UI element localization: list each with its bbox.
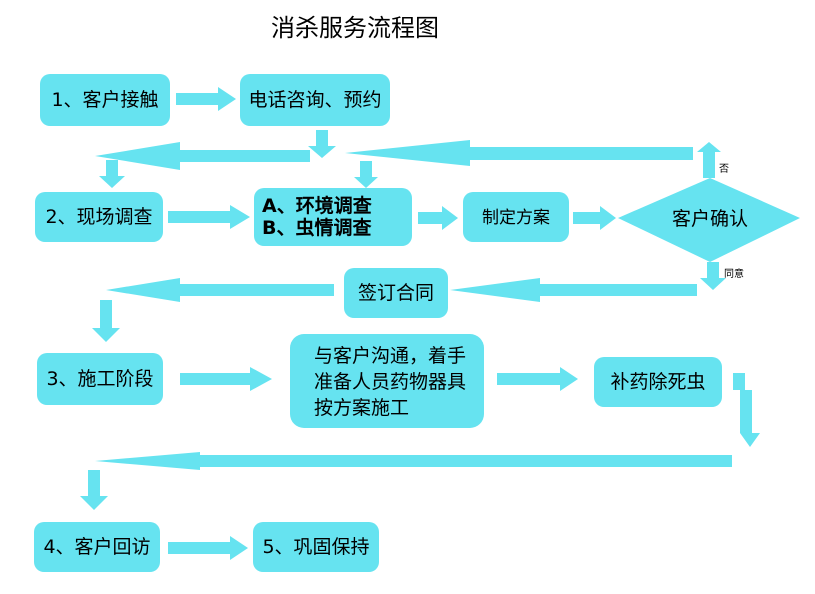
node-contract: 签订合同: [358, 282, 434, 304]
node-plan-box: [463, 192, 569, 242]
arrow-no-back-left: [345, 140, 693, 166]
label-agree: 同意: [724, 267, 744, 280]
arrow-revisit-to-maintain: [168, 536, 248, 560]
node-consult-box: [240, 74, 390, 126]
node-communicate-line-2: 准备人员药物器具: [314, 371, 466, 393]
arrow-agree-to-contract: [450, 278, 697, 302]
node-communicate-box: [290, 334, 484, 428]
node-revisit: 4、客户回访: [43, 536, 150, 558]
node-contact-box: [40, 74, 170, 126]
node-consult: 电话咨询、预约: [248, 89, 381, 111]
boxes: [34, 74, 800, 572]
arrow-consult-down: [308, 130, 336, 158]
node-confirm: 客户确认: [672, 208, 748, 230]
page-title: 消杀服务流程图: [271, 14, 439, 42]
arrow-communicate-to-supplement: [497, 367, 578, 391]
arrow-survey-to-investigation: [168, 205, 250, 229]
node-plan: 制定方案: [482, 208, 550, 228]
arrow-investigation-to-plan: [418, 206, 458, 230]
arrow-contact-to-consult: [176, 87, 236, 111]
node-investigation-box: [254, 188, 412, 246]
arrow-contract-left: [106, 278, 334, 302]
arrow-confirm-down-agree: [700, 262, 726, 290]
arrow-construction-to-communicate: [180, 367, 272, 391]
node-maintain: 5、巩固保持: [262, 536, 369, 558]
node-revisit-box: [34, 522, 160, 572]
arrow-down-to-investigation: [354, 161, 378, 188]
node-survey-box: [35, 192, 163, 242]
node-contract-box: [344, 268, 448, 318]
node-investigation-line-b: B、虫情调查: [262, 216, 372, 239]
arrow-down-to-revisit: [80, 470, 108, 510]
label-no: 否: [719, 163, 729, 175]
arrow-to-survey-column: [95, 142, 310, 170]
arrow-to-revisit-column: [95, 452, 732, 470]
node-communicate-line-3: 按方案施工: [314, 397, 409, 419]
node-communicate-line-1: 与客户沟通，着手: [314, 345, 466, 367]
node-confirm-diamond: [618, 178, 800, 262]
node-investigation-line-a: A、环境调查: [262, 194, 373, 217]
arrow-confirm-up-no: [697, 142, 721, 178]
node-contact: 1、客户接触: [51, 89, 158, 111]
node-construction: 3、施工阶段: [46, 368, 153, 390]
node-construction-box: [37, 353, 163, 405]
node-supplement: 补药除死虫: [610, 371, 705, 393]
arrow-plan-to-confirm: [573, 206, 616, 230]
arrow-down-to-construction: [92, 300, 120, 342]
arrow-down-to-survey: [99, 160, 125, 188]
node-survey: 2、现场调查: [45, 206, 152, 228]
arrows: [80, 87, 760, 560]
node-supplement-box: [594, 357, 722, 407]
node-maintain-box: [253, 522, 379, 572]
arrow-supplement-right-down: [733, 373, 760, 447]
